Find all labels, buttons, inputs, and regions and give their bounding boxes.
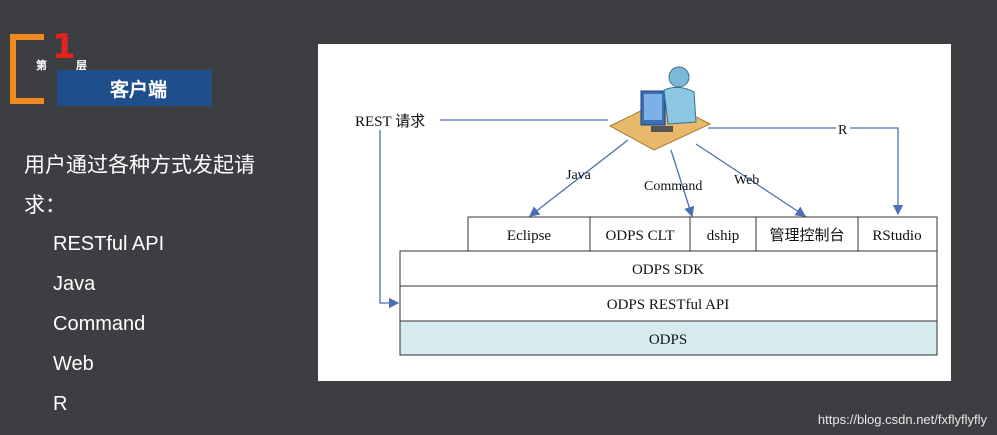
description-text: 用户通过各种方式发起请求： bbox=[24, 153, 255, 217]
layer-restful-box bbox=[399, 285, 938, 322]
badge-title: 客户端 bbox=[57, 70, 212, 106]
user-computer-icon bbox=[608, 66, 712, 151]
command-label: Command bbox=[644, 179, 702, 194]
java-arrow bbox=[528, 139, 629, 217]
tool-dship: dship bbox=[707, 228, 740, 244]
layer-odps-box bbox=[399, 320, 938, 356]
tools-row: Eclipse ODPS CLT dship 管理控制台 RStudio bbox=[467, 216, 938, 252]
java-label: Java bbox=[566, 168, 592, 183]
rest-request-arrow bbox=[379, 119, 608, 309]
rest-label: REST 请求 bbox=[355, 113, 425, 130]
layer-sdk: ODPS SDK bbox=[632, 262, 704, 278]
method-list: RESTful API Java Command Web R bbox=[53, 224, 164, 424]
watermark-url: https://blog.csdn.net/fxflyflyfly bbox=[817, 412, 987, 427]
r-arrow bbox=[708, 127, 904, 216]
command-arrow bbox=[670, 149, 695, 218]
badge-char-ceng: 层 bbox=[76, 59, 87, 72]
method-item: RESTful API bbox=[53, 233, 165, 255]
method-item: R bbox=[53, 393, 68, 415]
layer-odps: ODPS bbox=[649, 332, 687, 348]
badge-number: 1 bbox=[52, 27, 76, 67]
diagram-svg: REST 请求 R Java Command Web Eclipse ODPS … bbox=[350, 66, 938, 356]
web-arrow bbox=[695, 143, 807, 217]
layer-sdk-box bbox=[399, 250, 938, 287]
tool-odps-clt: ODPS CLT bbox=[605, 228, 674, 244]
method-item: Java bbox=[53, 273, 96, 295]
web-label: Web bbox=[734, 173, 759, 188]
tool-rstudio: RStudio bbox=[872, 228, 921, 244]
tool-eclipse: Eclipse bbox=[507, 228, 551, 244]
r-label: R bbox=[838, 123, 848, 138]
method-item: Web bbox=[53, 353, 94, 375]
badge-bracket bbox=[10, 34, 44, 104]
method-item: Command bbox=[53, 313, 146, 335]
layer-badge: 第 1 层 客户端 bbox=[10, 30, 215, 110]
layer-restful: ODPS RESTful API bbox=[607, 297, 730, 313]
architecture-diagram: REST 请求 R Java Command Web Eclipse ODPS … bbox=[318, 44, 951, 381]
badge-char-di: 第 bbox=[36, 59, 47, 72]
tool-console: 管理控制台 bbox=[769, 227, 844, 244]
